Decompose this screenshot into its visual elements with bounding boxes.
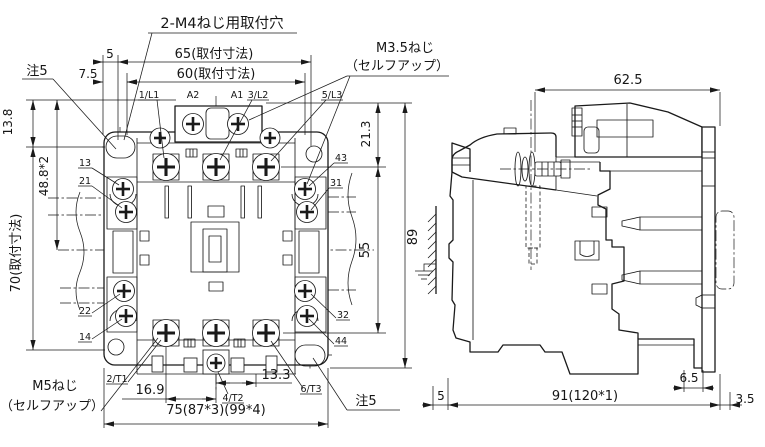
front-view: [48, 96, 374, 392]
magnet-core: [190, 205, 240, 292]
dim-right-mid: 55: [358, 242, 373, 259]
side-view-dimensions: 62.5 5 91(120*1) 6.5 3.5: [422, 73, 755, 410]
main-screws-bottom: [152, 319, 280, 347]
note-m5-line2: （セルフアップ）: [0, 399, 104, 414]
terminal-6T3: 6/T3: [300, 384, 321, 395]
terminal-4T2: 4/T2: [222, 393, 243, 404]
front-view-dimensions: 5 65(取付寸法) 7.5 60(取付寸法) 13.8 48.8*2 70(取…: [1, 47, 421, 428]
dim-side-foot: 6.5: [679, 371, 698, 385]
mounting-hole-round-top-right: [305, 145, 323, 163]
terminal-21: 21: [79, 176, 91, 187]
terminal-A2: A2: [187, 90, 200, 101]
terminal-31: 31: [330, 178, 342, 189]
terminal-44: 44: [335, 336, 347, 347]
main-screws-top: [152, 153, 280, 181]
terminal-2T1: 2/T1: [106, 374, 127, 385]
dim-side-rail: 3.5: [735, 392, 754, 406]
dim-bottom-right: 13.3: [262, 368, 291, 383]
terminal-32: 32: [337, 310, 349, 321]
side-top-housing: [574, 102, 703, 158]
note-m35-line2: （セルフアップ）: [345, 59, 449, 74]
terminal-A1: A1: [231, 90, 244, 101]
terminal-13: 13: [79, 158, 91, 169]
mounting-hole-oblong-top-left: [105, 135, 136, 159]
terminal-3L2: 3/L2: [248, 90, 269, 101]
side-back-plate: [701, 126, 716, 373]
aux-block-left: [106, 176, 138, 333]
terminal-1L1: 1/L1: [139, 90, 160, 101]
terminal-22: 22: [79, 306, 91, 317]
dim-right-top: 21.3: [359, 121, 373, 148]
dim-side-depth: 91(120*1): [552, 389, 618, 404]
terminal-43: 43: [335, 153, 347, 164]
dim-overall-width: 75(87*3)(99*4): [166, 403, 265, 418]
din-rail-hidden-outline: [715, 210, 735, 290]
side-body-profile: [597, 162, 639, 339]
mounting-wall: [427, 206, 437, 295]
dim-top-offset: 5: [106, 47, 114, 61]
note5-bottom: 注5: [355, 394, 376, 409]
note5-top: 注5: [26, 64, 47, 79]
mounting-hole-oblong-bottom-right: [294, 344, 326, 367]
dim-left-top: 13.8: [1, 109, 15, 136]
dim-side-width: 62.5: [614, 73, 643, 88]
arc-chute-pins: [164, 185, 262, 219]
break-line-right: [347, 172, 357, 306]
note-m5-line1: M5ねじ: [32, 379, 78, 394]
break-line-left: [75, 191, 85, 311]
side-base-outline: [448, 171, 703, 375]
aux-block-right: [291, 176, 327, 333]
side-center-latch: [574, 240, 600, 261]
dim-body-width: 60(取付寸法): [177, 67, 256, 82]
note-m35-line1: M3.5ねじ: [376, 41, 434, 56]
side-terminal-cover: [451, 132, 557, 172]
dim-bottom-left: 16.9: [136, 383, 165, 398]
dim-side-gap: 5: [437, 389, 445, 403]
dim-mount-height: 70(取付寸法): [9, 214, 24, 293]
hatch-marks: [183, 148, 248, 348]
ground-symbol: [415, 263, 436, 280]
side-vent-block: [451, 142, 471, 172]
side-view: [415, 100, 735, 375]
side-terminal-screw: [500, 100, 590, 270]
dim-top-offset2: 7.5: [78, 67, 97, 81]
terminal-14: 14: [79, 332, 91, 343]
front-view-labels: 2-M4ねじ用取付穴 注5 M3.5ねじ （セルフアップ） M5ねじ （セルフア…: [0, 15, 449, 414]
dim-mount-width: 65(取付寸法): [175, 47, 254, 62]
dim-overall-height: 89: [406, 229, 421, 246]
coil-terminal-block: [174, 105, 263, 143]
terminal-5L3: 5/L3: [322, 90, 343, 101]
dim-left-mid: 48.8*2: [37, 156, 51, 196]
mounting-hole-round-bottom-left: [107, 338, 125, 356]
note-mounting-hole: 2-M4ねじ用取付穴: [160, 15, 283, 32]
